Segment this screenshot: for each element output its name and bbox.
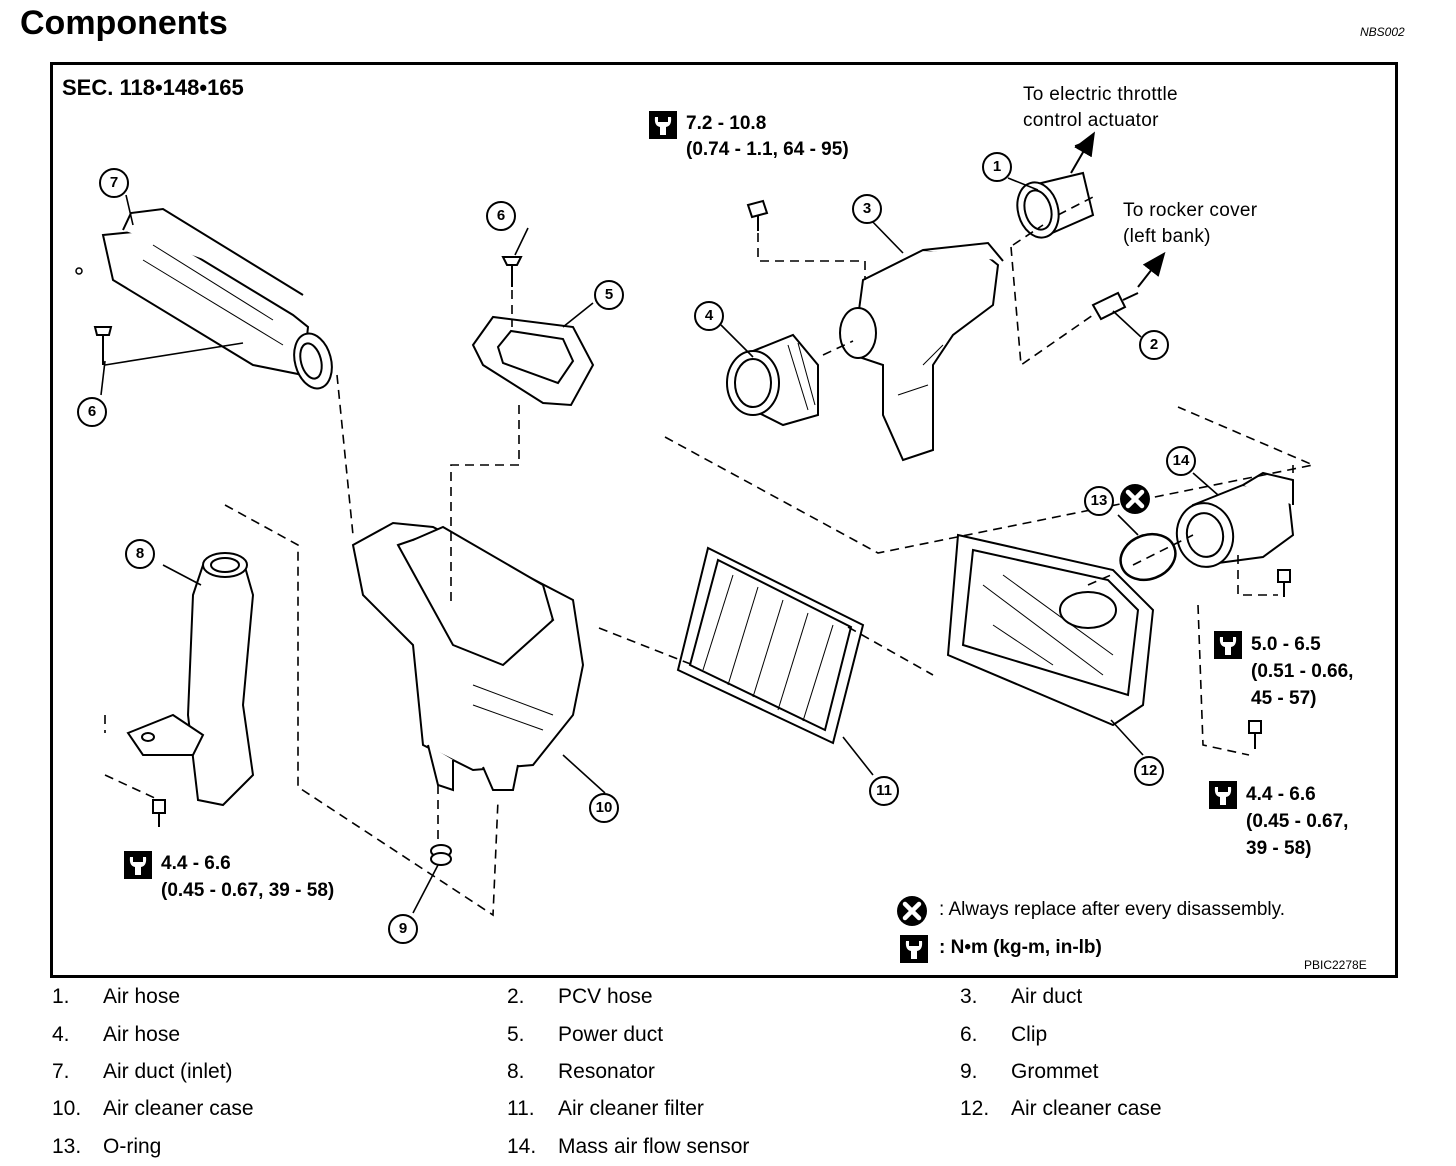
part-name: Grommet [1011, 1060, 1099, 1083]
bolt-drawing-right-lower [1248, 720, 1262, 749]
part-number: 13. [52, 1135, 82, 1158]
pcv-hose-drawing [1091, 291, 1139, 321]
note-rocker-line1: To rocker cover [1123, 200, 1258, 221]
page-title: Components [20, 4, 228, 42]
callout-5: 5 [594, 280, 624, 310]
part-number: 6. [960, 1023, 978, 1046]
torque-2-line2: (0.51 - 0.66, [1251, 661, 1354, 682]
part-name: PCV hose [558, 985, 653, 1008]
torque-2-line1: 5.0 - 6.5 [1251, 634, 1321, 655]
part-number: 2. [507, 985, 525, 1008]
note-throttle-line1: To electric throttle [1023, 84, 1178, 105]
leader-lines [100, 140, 1219, 914]
section-label: SEC. 118•148•165 [62, 75, 244, 100]
callout-2: 2 [1139, 330, 1169, 360]
torque-1-line1: 7.2 - 10.8 [686, 113, 767, 134]
part-name: Air hose [103, 1023, 181, 1046]
parts-list: 1. Air hose 2. PCV hose 3. Air duct 4. A… [0, 980, 1456, 1166]
part-number: 3. [960, 985, 978, 1008]
part-name: Air duct [1011, 985, 1083, 1008]
callout-7: 7 [99, 168, 129, 198]
part-number: 14. [507, 1135, 537, 1158]
part-name: Air hose [103, 985, 181, 1008]
torque-3-line2: (0.45 - 0.67, [1246, 811, 1349, 832]
torque-wrench-icon [649, 111, 677, 139]
part-name: Resonator [558, 1060, 655, 1083]
part-name: O-ring [103, 1135, 162, 1158]
mass-air-flow-sensor-drawing [1175, 471, 1295, 568]
callout-6-top: 6 [486, 201, 516, 231]
assembly-lines [104, 196, 1316, 917]
torque-3-line1: 4.4 - 6.6 [1246, 784, 1316, 805]
callout-8: 8 [125, 539, 155, 569]
part-name: Mass air flow sensor [558, 1135, 750, 1158]
direction-arrows [1070, 131, 1166, 288]
part-number: 7. [52, 1060, 70, 1083]
part-number: 12. [960, 1097, 990, 1120]
air-cleaner-case-12-drawing [946, 533, 1155, 727]
grommet-drawing [430, 844, 452, 866]
callout-11: 11 [869, 776, 899, 806]
part-number: 10. [52, 1097, 82, 1120]
part-name: Air duct (inlet) [103, 1060, 233, 1083]
o-ring-drawing [1119, 532, 1177, 582]
torque-2-line3: 45 - 57) [1251, 688, 1317, 709]
part-number: 4. [52, 1023, 70, 1046]
part-name: Air cleaner case [103, 1097, 254, 1120]
part-number: 9. [960, 1060, 978, 1083]
power-duct-drawing [471, 315, 595, 407]
torque-wrench-icon [900, 935, 928, 963]
exploded-diagram [75, 131, 1316, 917]
callout-1: 1 [982, 152, 1012, 182]
torque-1-line2: (0.74 - 1.1, 64 - 95) [686, 139, 849, 160]
bolt-drawing-left [152, 799, 166, 827]
air-duct-drawing [839, 241, 1004, 462]
clip-drawing-left [93, 326, 113, 365]
part-name: Air cleaner case [1011, 1097, 1162, 1120]
resonator-drawing [126, 552, 255, 807]
part-number: 5. [507, 1023, 525, 1046]
air-cleaner-filter-drawing [676, 546, 865, 745]
air-hose-1-drawing [1016, 171, 1095, 239]
note-rocker-line2: (left bank) [1123, 226, 1211, 247]
replace-icon [1120, 484, 1150, 514]
callout-6-left: 6 [77, 397, 107, 427]
air-cleaner-case-10-drawing [351, 521, 585, 792]
torque-4-line1: 4.4 - 6.6 [161, 853, 231, 874]
replace-icon [897, 896, 927, 926]
clip-drawing-top [501, 256, 523, 287]
callout-13: 13 [1084, 486, 1114, 516]
legend-replace-text: : Always replace after every disassembly… [939, 899, 1286, 920]
part-number: 8. [507, 1060, 525, 1083]
part-number: 1. [52, 985, 70, 1008]
callout-10: 10 [589, 793, 619, 823]
torque-wrench-icon [124, 851, 152, 879]
air-hose-4-drawing [726, 333, 819, 427]
bolt-drawing-top [746, 199, 769, 231]
callout-14: 14 [1166, 446, 1196, 476]
torque-3-line3: 39 - 58) [1246, 838, 1312, 859]
torque-4-line2: (0.45 - 0.67, 39 - 58) [161, 880, 335, 901]
callout-9: 9 [388, 914, 418, 944]
callout-4: 4 [694, 301, 724, 331]
torque-wrench-icon [1209, 781, 1237, 809]
legend-units-text: : N•m (kg-m, in-lb) [939, 937, 1102, 958]
callout-3: 3 [852, 194, 882, 224]
figure-code: PBIC2278E [1304, 958, 1367, 972]
page-code: NBS002 [1360, 25, 1405, 39]
components-figure: SEC. 118•148•165 To electric throttle co… [50, 62, 1398, 978]
bolt-drawing-right-upper [1277, 569, 1291, 597]
note-throttle-line2: control actuator [1023, 110, 1159, 131]
part-number: 11. [507, 1097, 535, 1120]
air-duct-inlet-drawing [75, 207, 333, 390]
part-name: Clip [1011, 1023, 1048, 1046]
callout-12: 12 [1134, 756, 1164, 786]
part-name: Air cleaner filter [558, 1097, 704, 1120]
part-name: Power duct [558, 1023, 664, 1046]
torque-wrench-icon [1214, 631, 1242, 659]
